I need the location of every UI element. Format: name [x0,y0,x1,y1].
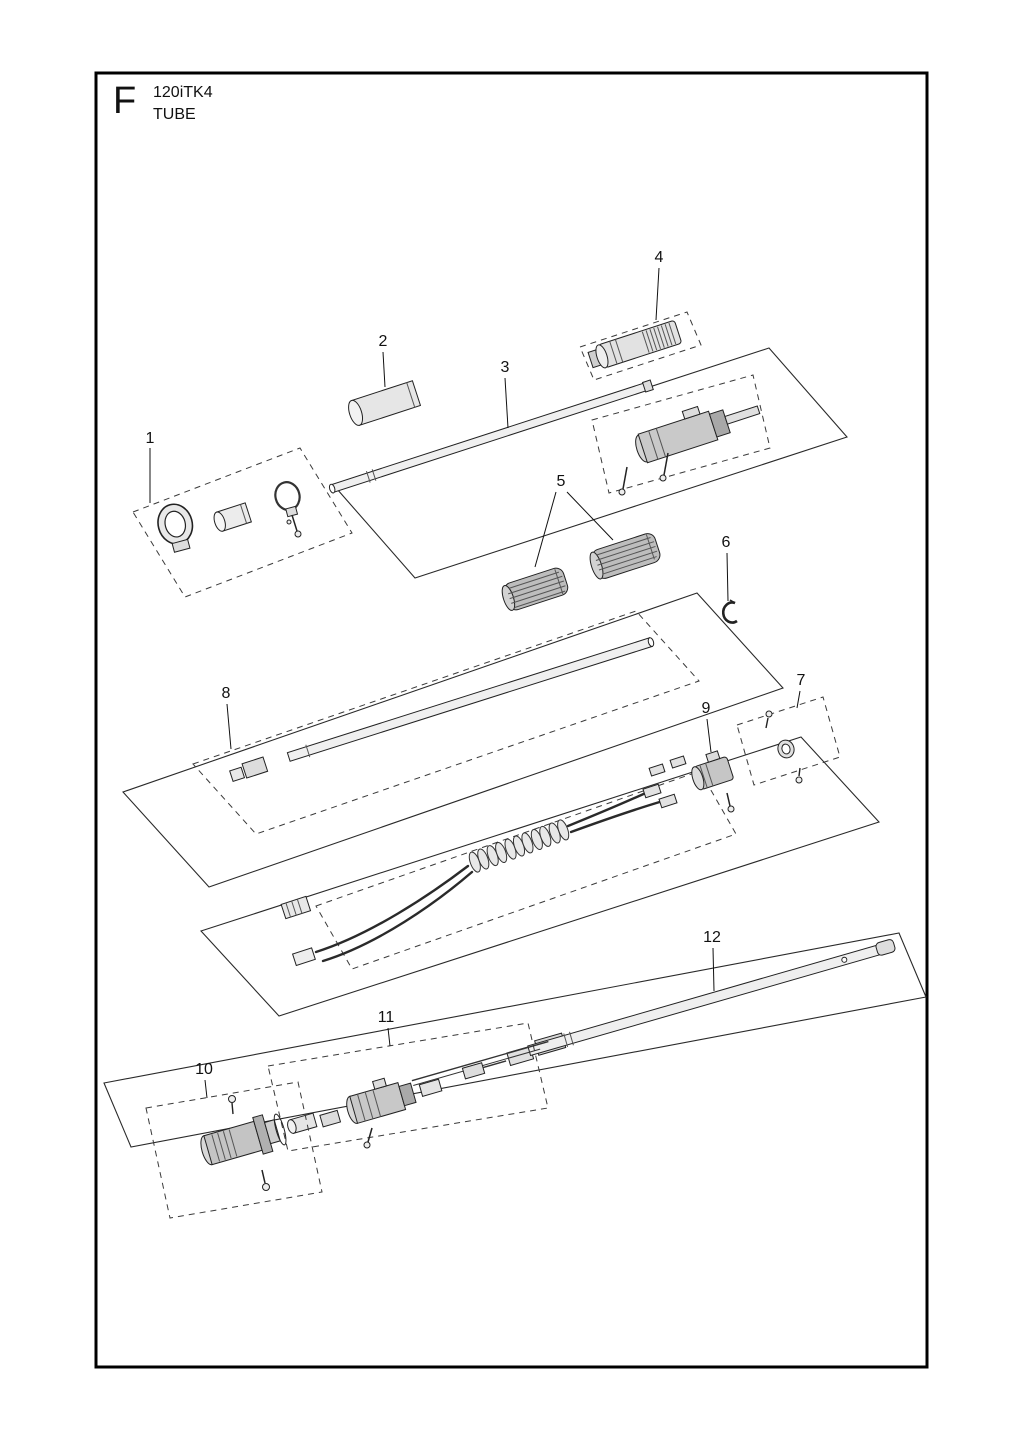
callouts: 1 2 3 4 5 6 7 8 9 10 11 12 [146,249,806,1099]
callout-2: 2 [379,333,388,350]
part-2-sleeve [348,380,422,426]
callout-5-leader-b [566,491,614,541]
middle-group-outline [122,592,784,888]
cable-coil [468,819,570,873]
part-1-hanger-kit [132,447,353,598]
callout-2-leader [382,351,386,388]
group-upper-assembly [132,311,848,598]
cable-end-block [280,895,312,920]
part-8-tube [192,610,700,835]
gear-assembly [591,374,771,496]
title-block: F 120iTK4 TUBE [113,80,213,123]
part-7-clamp-kit [736,696,841,786]
cable-group-outline [200,736,880,1017]
callout-3: 3 [501,359,510,376]
callout-10-leader [204,1079,208,1099]
callout-6-leader [726,552,729,602]
part-4-coupler [579,311,702,381]
cable-terminals [642,755,687,809]
part-11-coupler-kit [267,1022,549,1152]
callout-5: 5 [557,473,566,490]
group-middle-tube [122,592,784,888]
callout-11: 11 [378,1009,395,1026]
lower-group-outline [103,932,927,1148]
callout-8: 8 [222,685,231,702]
callout-5-leader-a [534,491,557,568]
part-3-tube [328,379,654,494]
group-lower-tube [103,932,927,1219]
callout-8-leader [226,703,232,750]
diagram-frame [94,71,929,1369]
callout-9: 9 [702,700,711,717]
callout-4-leader [655,267,660,321]
callout-4: 4 [655,249,664,266]
callout-7-leader [796,690,801,709]
callout-12-leader [712,947,715,992]
callout-12: 12 [703,929,721,946]
callout-3-leader [504,377,509,429]
callout-10: 10 [195,1061,213,1078]
section-label: TUBE [153,106,196,123]
cable-wires [291,790,665,967]
part-6-clip [722,599,738,624]
callout-9-leader [706,718,712,753]
model-label: 120iTK4 [153,84,213,101]
part-10-end-coupler [145,1081,323,1219]
part-5-grips [501,533,661,611]
callout-1: 1 [146,430,155,447]
callout-7: 7 [797,672,806,689]
part-9-connector [691,750,735,813]
part-12-tube [506,939,896,1067]
callout-6: 6 [722,534,731,551]
figure-letter: F [113,80,136,122]
group-cable-harness [200,696,880,1017]
callout-11-leader [387,1027,391,1047]
